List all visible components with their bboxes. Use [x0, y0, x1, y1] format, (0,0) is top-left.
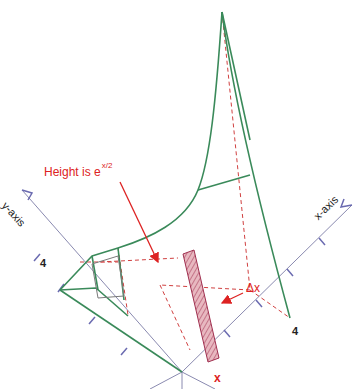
axis-label: y-axis: [0, 200, 27, 229]
dimension-label: 4: [40, 258, 46, 269]
delta-x-label: Δx: [246, 282, 260, 294]
dimension-label: 4: [292, 326, 298, 337]
height-label: Height is e: [44, 166, 101, 178]
exponent-label: x/2: [102, 162, 113, 170]
x-label: x: [214, 372, 221, 384]
axis-label: x-axis: [312, 194, 340, 222]
